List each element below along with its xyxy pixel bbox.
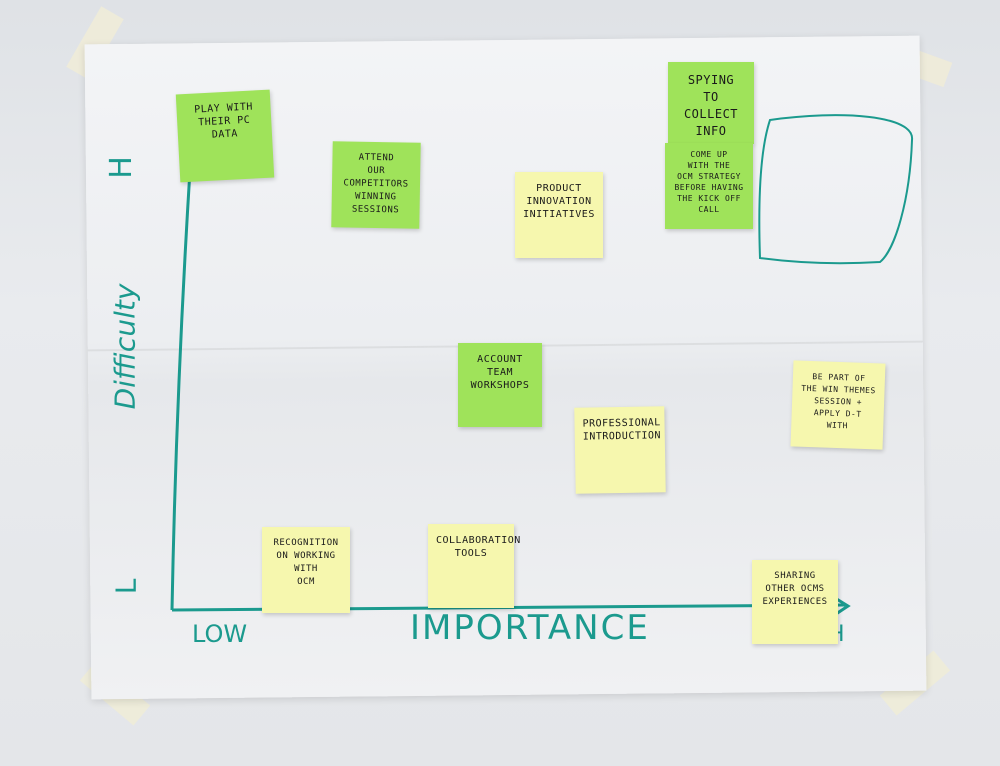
y-axis-line [170,169,192,611]
sticky-note-collaboration-tools: Collaboration Tools [428,524,520,608]
sticky-note-spying-info: Spying to collect info [668,62,754,144]
sticky-note-product-innovation: Product Innovation Initiatives [515,172,603,258]
sticky-note-play-with-their-pc-data: Play with Their Pc Data [175,89,275,183]
sticky-note-ocm-strategy: Come up with the ocm strategy before hav… [665,143,753,229]
x-low-label: LOW [192,620,248,648]
x-axis-label: IMPORTANCE [410,608,650,648]
y-high-label: H [103,156,139,179]
sticky-note-sharing-ocm-experiences: Sharing other ocms experiences [752,560,838,644]
y-axis-label: Difficulty [108,283,142,410]
sticky-note-attend-competitors-sessions: Attend our competitors winning sessions [331,141,421,229]
sticky-note-account-team-workshops: Account Team Workshops [458,343,542,427]
y-low-label: L [109,578,143,595]
sticky-note-be-part-of-win-themes: Be part of the win themes session + appl… [790,360,886,450]
empty-box-drawing [758,114,914,265]
x-axis-arrow [834,596,851,616]
sticky-note-recognition-ocm: Recognition on working with ocm [262,527,350,613]
sticky-note-professional-introduction: Professional Introduction [574,406,666,494]
